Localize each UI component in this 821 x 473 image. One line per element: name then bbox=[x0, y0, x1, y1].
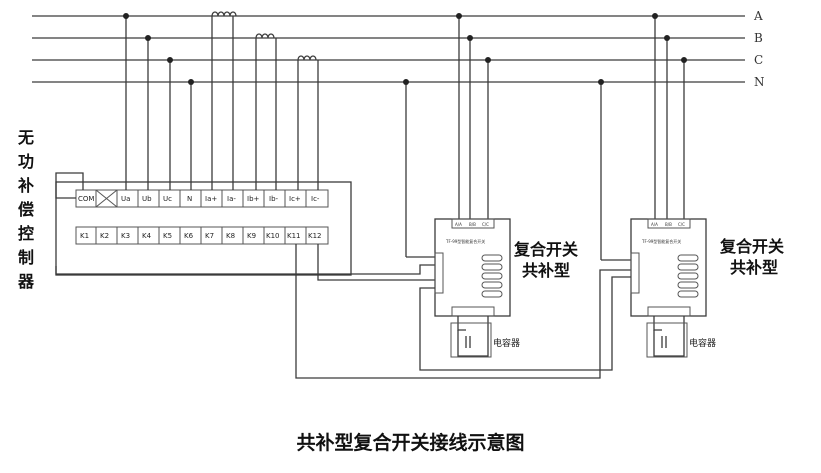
ct-coil-b bbox=[255, 33, 275, 39]
switch-1: A/A B/B C/C TF-99型智能复合开关 电容器 复合开关 共补型 bbox=[403, 13, 578, 358]
controller-title-char: 制 bbox=[18, 248, 34, 267]
terminal-label: Ia+ bbox=[205, 195, 217, 203]
diagram-caption: 共补型复合开关接线示意图 bbox=[296, 432, 525, 454]
switch-model-label: TF-99型智能复合开关 bbox=[641, 238, 681, 244]
terminal-label: K3 bbox=[121, 232, 130, 240]
ct-coil-c bbox=[297, 55, 317, 61]
controller-title-char: 功 bbox=[18, 152, 34, 171]
terminal-label: K5 bbox=[163, 232, 172, 240]
terminal-label: Ic- bbox=[311, 195, 320, 203]
terminal-label: Ic+ bbox=[289, 195, 301, 203]
bus-label-b: B bbox=[754, 31, 763, 45]
controller-title-char: 补 bbox=[17, 176, 34, 195]
terminal-label: Ub bbox=[142, 195, 152, 203]
switch-terminal-label: C/C bbox=[678, 222, 685, 227]
terminal-label: COM bbox=[78, 195, 94, 203]
controller-wiring bbox=[55, 11, 631, 379]
terminal-label: N bbox=[187, 195, 192, 203]
ct-coil-a bbox=[211, 11, 237, 17]
switch-terminal-label: B/B bbox=[665, 222, 672, 227]
capacitor-label: 电容器 bbox=[493, 337, 520, 349]
terminal-label: K12 bbox=[308, 232, 322, 240]
capacitor-box bbox=[646, 322, 688, 358]
terminal-strip-bottom bbox=[75, 226, 329, 245]
terminal-label: K10 bbox=[266, 232, 280, 240]
switch-terminal-label: B/B bbox=[469, 222, 476, 227]
controller-title-char: 控 bbox=[18, 224, 34, 243]
bus-label-c: C bbox=[754, 53, 763, 67]
controller-box bbox=[55, 181, 352, 276]
terminal-label: Ia- bbox=[227, 195, 236, 203]
bus-label-n: N bbox=[754, 75, 765, 89]
switch-2: A/A B/B C/C TF-99型智能复合开关 电容器 复合开关 共补型 bbox=[598, 13, 784, 358]
terminal-label: Uc bbox=[163, 195, 172, 203]
controller-bottom-terminals: K1 K2 K3 K4 K5 K6 K7 K8 K9 K10 K11 K12 bbox=[75, 226, 329, 245]
terminal-label: Ib- bbox=[269, 195, 279, 203]
switch-box bbox=[630, 218, 707, 317]
terminal-label: K8 bbox=[226, 232, 235, 240]
terminal-label: Ua bbox=[121, 195, 130, 203]
controller-top-terminals: COM Ua Ub Uc N Ia+ Ia- Ib+ Ib- Ic+ Ic- bbox=[75, 189, 329, 208]
controller-title-char: 无 bbox=[17, 128, 34, 147]
terminal-label: K11 bbox=[287, 232, 301, 240]
switch-terminal-label: A/A bbox=[651, 222, 658, 227]
switch-model-label: TF-99型智能复合开关 bbox=[445, 238, 485, 244]
terminal-label: K1 bbox=[80, 232, 89, 240]
controller-title: 无 功 补 偿 控 制 器 bbox=[17, 128, 35, 291]
switch-title-line2: 共补型 bbox=[730, 258, 778, 277]
controller-title-char: 器 bbox=[17, 272, 35, 291]
switch-terminal-label: C/C bbox=[482, 222, 489, 227]
controller-title-char: 偿 bbox=[18, 200, 34, 219]
terminal-label: K7 bbox=[205, 232, 214, 240]
terminal-label: K4 bbox=[142, 232, 152, 240]
switch-title-line1: 复合开关 bbox=[719, 237, 784, 256]
return-wire bbox=[419, 276, 631, 371]
terminal-label: K2 bbox=[100, 232, 109, 240]
capacitor-label: 电容器 bbox=[689, 337, 716, 349]
switch-title-line2: 共补型 bbox=[522, 261, 570, 280]
switch-terminal-label: A/A bbox=[455, 222, 462, 227]
capacitor-box bbox=[450, 322, 492, 358]
bus-label-a: A bbox=[753, 9, 763, 23]
terminal-label: K9 bbox=[247, 232, 256, 240]
terminal-label: Ib+ bbox=[247, 195, 260, 203]
switch-box bbox=[434, 218, 511, 317]
terminal-label: K6 bbox=[184, 232, 194, 240]
switch-title-line1: 复合开关 bbox=[513, 240, 578, 259]
